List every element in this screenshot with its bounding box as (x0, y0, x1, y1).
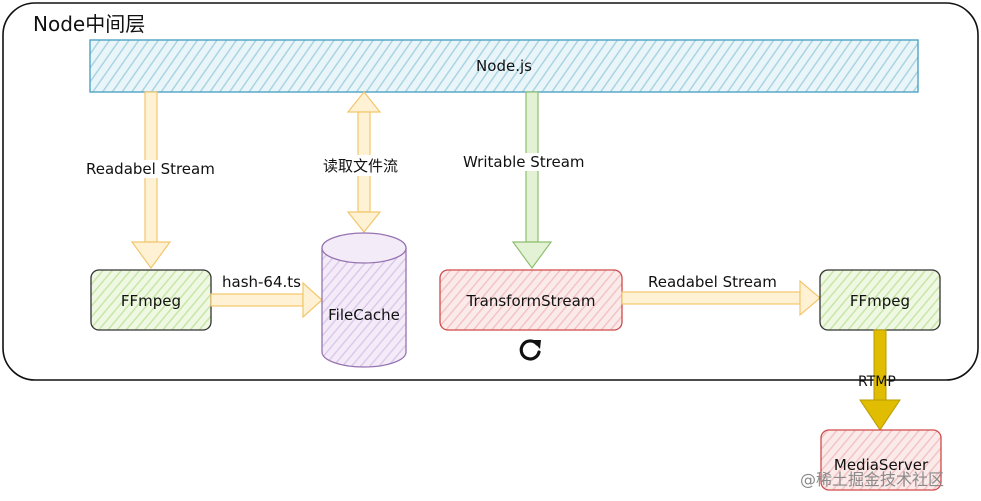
read-file-stream-label: 读取文件流 (323, 155, 399, 176)
mediaserver-box (820, 429, 942, 491)
hash-label: hash-64.ts (222, 273, 301, 291)
nodejs-label: Node.js (476, 57, 532, 75)
refresh-icon (516, 336, 544, 364)
filecache-label: FileCache (328, 306, 400, 324)
readable-stream-left-arrow (130, 91, 172, 270)
rtmp-arrow (859, 329, 901, 431)
ffmpeg-right-label: FFmpeg (849, 292, 911, 310)
rtmp-label: RTMP (858, 374, 896, 390)
nodejs-box (89, 39, 919, 93)
ffmpeg-left-label: FFmpeg (120, 292, 182, 310)
filecache-cylinder (321, 232, 407, 368)
node-layer-container (2, 2, 979, 381)
writable-stream-arrow (511, 91, 553, 270)
readable-stream-left-label: Readabel Stream (86, 160, 215, 178)
writable-stream-label: Writable Stream (463, 153, 585, 171)
hash-arrow (210, 281, 323, 319)
watermark: @稀土掘金技术社区 (800, 470, 945, 489)
transform-stream-label: TransformStream (466, 292, 596, 310)
container-title: Node中间层 (33, 12, 146, 36)
readable-stream-right-label: Readabel Stream (648, 273, 777, 291)
mediaserver-label: MediaServer (833, 456, 929, 474)
readable-stream-right-arrow (621, 279, 821, 317)
